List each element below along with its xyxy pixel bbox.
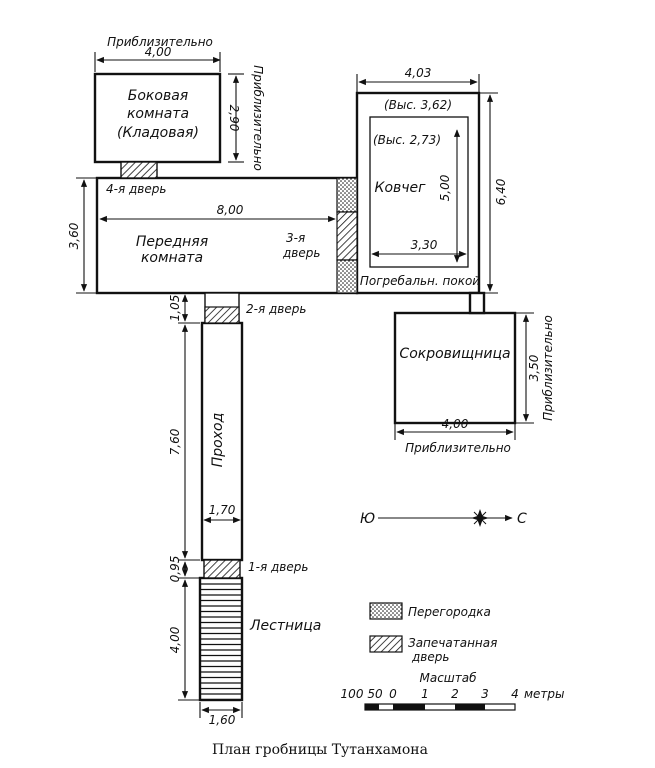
treasury-passage <box>468 291 486 315</box>
side-approx-right: Приблизительно <box>251 65 265 171</box>
door-4-sealed <box>120 161 158 179</box>
stairs-length: 4,00 <box>168 626 182 653</box>
scale-tick-2: 2 <box>451 687 459 701</box>
corridor-length: 7,60 <box>168 428 182 455</box>
treasury-approx-bottom: Приблизительно <box>405 441 511 455</box>
door-2-sealed <box>204 306 240 324</box>
scale-tick-3: 3 <box>481 687 489 701</box>
scale-title: Масштаб <box>419 671 477 685</box>
scale-tick-4: 4 <box>511 687 519 701</box>
legend-sealed-swatch <box>369 635 403 653</box>
door-4-label: 4-я дверь <box>106 182 166 196</box>
plan-caption: План гробницы Тутанхамона <box>212 742 428 758</box>
antechamber-label-1: Передняя <box>136 234 208 250</box>
burial-chamber-label: Погребальн. покой <box>360 274 480 288</box>
scale-tick-100: 100 <box>341 687 364 701</box>
burial-width: 4,03 <box>405 66 432 80</box>
antechamber <box>95 176 359 295</box>
legend-partition-swatch <box>369 602 403 620</box>
corridor-label: Проход <box>210 413 226 468</box>
burial-height: 6,40 <box>494 178 508 205</box>
shrine-width: 3,30 <box>411 238 438 252</box>
scale-bar <box>364 703 516 711</box>
legend-sealed-label-1: Запечатанная <box>408 636 497 650</box>
antechamber-label-2: комната <box>141 250 203 266</box>
treasury-approx-right: Приблизительно <box>541 315 555 421</box>
stairs-label: Лестница <box>249 618 321 634</box>
door1-length: 0,95 <box>168 556 182 583</box>
shrine-height: 5,00 <box>438 174 452 201</box>
door2-length: 1,05 <box>168 295 182 322</box>
door-3-label-1: 3-я <box>286 231 305 245</box>
treasury-height: 3,50 <box>527 354 541 381</box>
side-room <box>93 72 222 164</box>
door-1-sealed <box>203 559 241 579</box>
scale-tick-0: 0 <box>389 687 397 701</box>
shrine-outline <box>369 116 469 268</box>
side-room-label-3: (Кладовая) <box>117 125 199 141</box>
stair-steps <box>200 583 242 701</box>
door-2-label: 2-я дверь <box>246 302 306 316</box>
inner-height-note: (Выс. 2,73) <box>373 133 441 147</box>
corridor-width: 1,70 <box>209 503 236 517</box>
ante-height: 3,60 <box>67 222 81 249</box>
compass-star-icon <box>471 509 489 527</box>
legend-sealed-label-2: дверь <box>411 650 449 664</box>
outer-height-note: (Выс. 3,62) <box>384 98 452 112</box>
stairs-width: 1,60 <box>209 713 236 727</box>
door-3-sealed <box>336 211 358 261</box>
scale-tick-labels: 100 50 0 1 2 3 4 <box>341 687 519 701</box>
door-3-label-2: дверь <box>282 246 320 260</box>
treasury <box>393 311 517 425</box>
side-room-label-1: Боковая <box>128 88 188 104</box>
shrine-label: Ковчег <box>375 180 427 196</box>
scale-tick-1: 1 <box>421 687 429 701</box>
side-room-label-2: комната <box>127 106 189 122</box>
partition-upper <box>336 177 358 213</box>
door-1-label: 1-я дверь <box>248 560 308 574</box>
compass-north: С <box>517 511 527 527</box>
treasury-label: Сокровищница <box>399 346 510 362</box>
treasury-width: 4,00 <box>442 417 469 431</box>
side-height: 2,90 <box>227 105 241 132</box>
scale-tick-50: 50 <box>367 687 383 701</box>
compass-south: Ю <box>360 511 375 527</box>
partition-lower <box>336 259 358 294</box>
side-width: 4,00 <box>145 45 172 59</box>
scale-unit: метры <box>524 687 565 701</box>
ante-width: 8,00 <box>217 203 244 217</box>
side-approx-top: Приблизительно <box>107 35 213 49</box>
legend-partition-label: Перегородка <box>408 605 491 619</box>
